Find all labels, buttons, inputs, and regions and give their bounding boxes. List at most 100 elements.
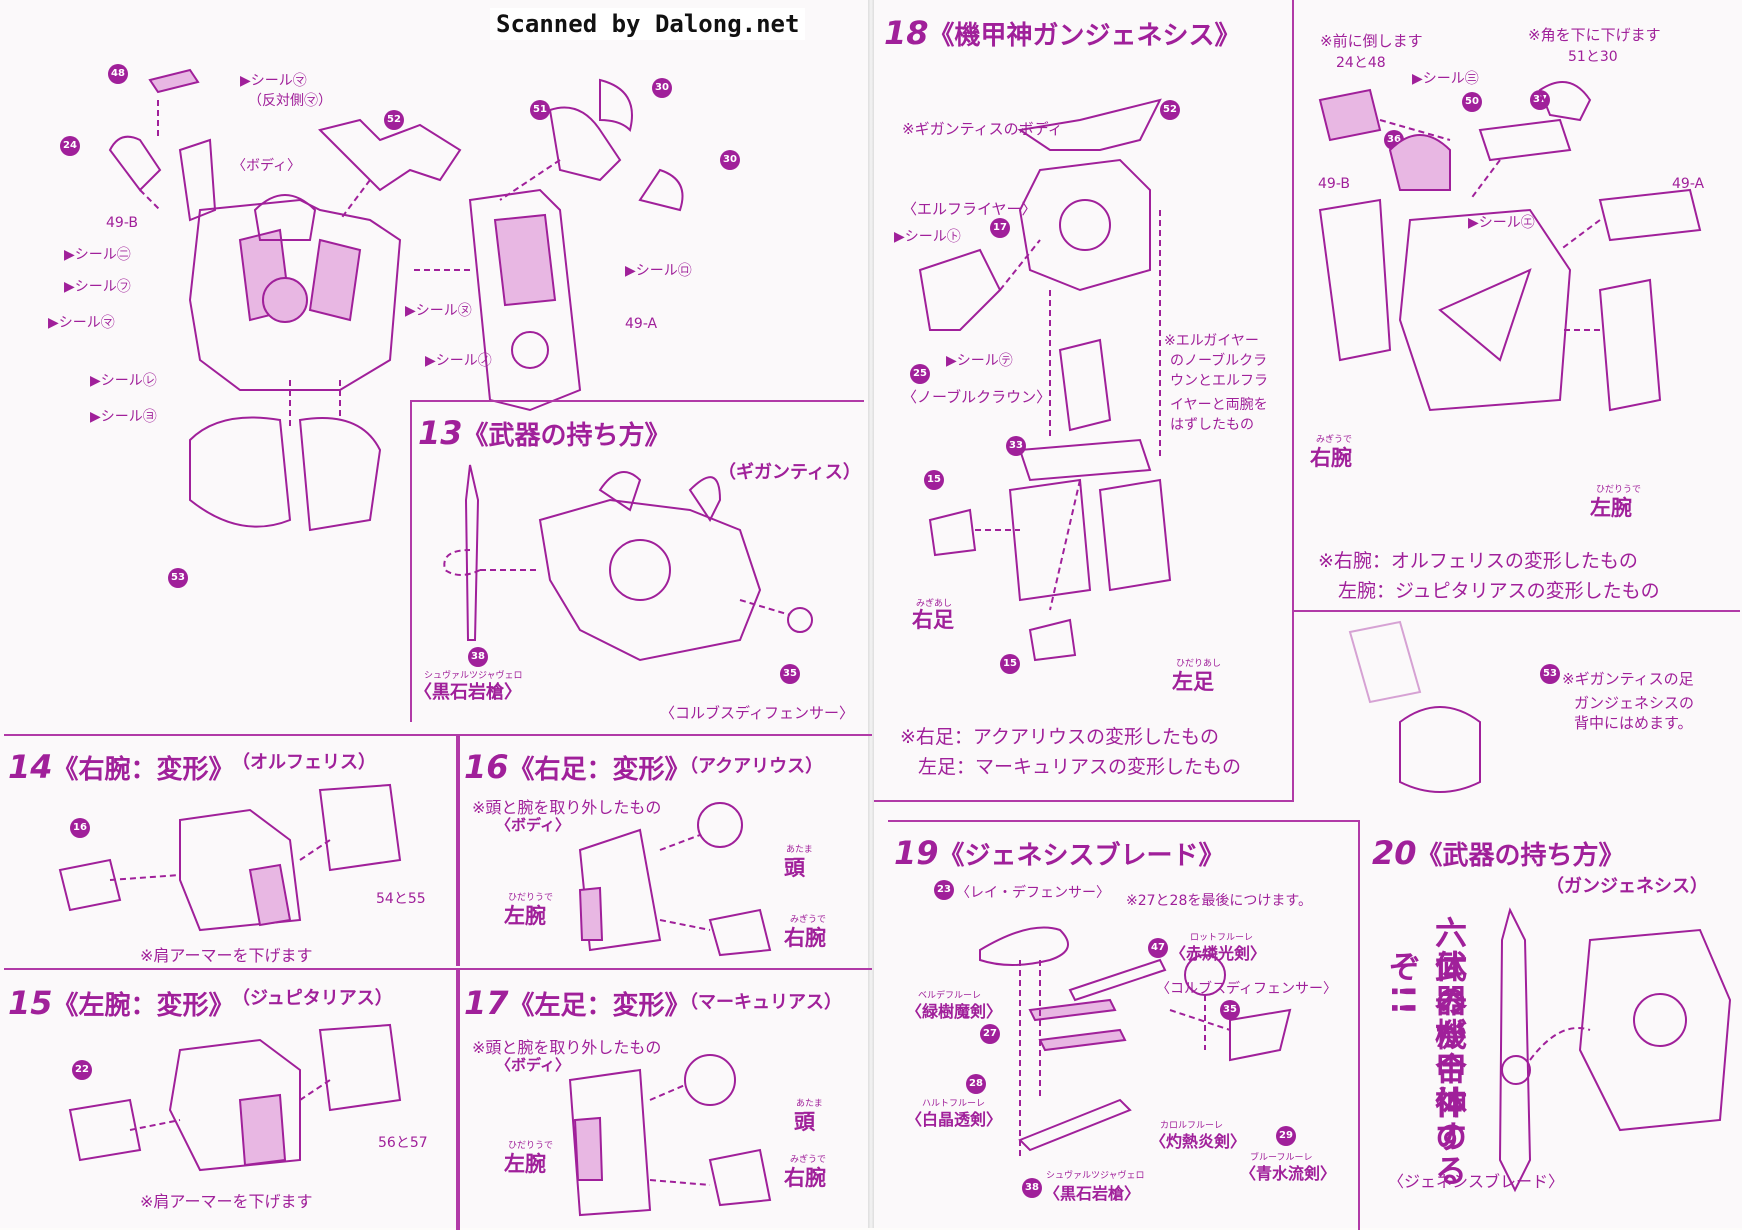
section-18-note-1: ※右足：アクアリウスの変形したもの [900,726,1219,748]
horn-note: ※角を下に下げます [1528,26,1661,44]
right-leg-label: 右足 [912,608,954,632]
head-label: 頭 [794,1110,815,1134]
right-page [872,0,1742,1228]
part-number-badge: 16 [70,818,90,838]
part-number-badge: 24 [60,136,80,156]
seal-label: ▶シール㋺ [625,263,692,279]
part-number-badge: 53 [168,568,188,588]
seal-label: ▶シール㋵ [90,409,157,425]
section-15-note: ※肩アーマーを下げます [140,1192,313,1211]
part-number-label: 54と55 [376,891,426,907]
seal-label: ▶シール㋫ [64,279,131,295]
section-13-box [410,400,864,722]
seal-label-sub: （反対側㋮） [248,93,332,109]
left-arm-ruby: ひだりうで [508,893,554,903]
left-arm-transform-drawing [68,1023,402,1172]
spear-ruby: シュヴァルツジャヴェロ [424,671,523,681]
section-17-title: 17《左足：変形》 [464,984,691,1022]
order-note: ※27と28を最後につけます。 [1126,893,1312,909]
blue-blade-ruby: ブルーフルーレ [1250,1153,1313,1163]
body-label: 〈ボディ〉 [232,158,302,174]
left-leg-transform-drawing [568,1054,772,1217]
seal-label: ▶シール㋢ [946,353,1013,369]
part-number-badge: 52 [1160,100,1180,120]
part-number-badge: 28 [966,1074,986,1094]
red-blade-label: 〈赤燐光剣〉 [1170,944,1267,963]
section-20-title: 20《武器の持ち方》 [1372,834,1625,872]
part-number-badge: 48 [108,64,128,84]
part-number-badge: 29 [1276,1126,1296,1146]
part-number-label: 49-B [106,215,138,231]
right-arm-transform-drawing [58,783,402,932]
back-note-line: ※ギガンティスの足 [1562,670,1694,688]
section-13-title: 13《武器の持ち方》 [418,414,671,452]
seal-label: ▶シール㋮ [48,315,115,331]
white-blade-label: 〈白晶透剣〉 [906,1110,1003,1129]
section-20-subject: （ガンジェネシス） [1546,876,1708,897]
right-leg-ruby: みぎあし [916,599,953,609]
seal-label: ▶シール㋦ [405,303,472,319]
scan-credit: Scanned by Dalong.net [490,8,806,40]
left-arm-label: 左腕 [504,1152,546,1176]
section-17-subject: （マーキュリアス） [680,992,842,1013]
left-arm-label: 左腕 [504,904,546,928]
head-ruby: あたま [796,1099,823,1109]
gigantis-weapon-drawing [443,464,813,662]
combine-callout-line-1: 六体の機甲神の [1430,916,1468,1154]
part-number-badge: 23 [934,880,954,900]
white-blade-ruby: ハルトフルーレ [922,1099,986,1109]
part-number-badge: 35 [1220,1000,1240,1020]
section-14-subject: （オルフェリス） [232,752,376,773]
part-number-badge: 27 [980,1024,1000,1044]
side-note-line: ※エルガイヤー [1164,333,1259,349]
seal-label: ▶シール㋹ [90,373,157,389]
left-arm-label: 左腕 [1590,496,1632,520]
front-tilt-note: ※前に倒します [1320,32,1423,50]
section-14-title: 14《右腕：変形》 [8,748,235,786]
seal-label: ▶シール㋣ [894,229,961,245]
horn-numbers: 51と30 [1568,49,1618,65]
head-label: 頭 [784,856,805,880]
section-18-title: 18《機甲神ガンジェネシス》 [884,14,1241,52]
right-arm-ruby: みぎうで [790,915,827,925]
side-note-line: のノーブルクラ [1170,353,1268,369]
seal-label: ▶シール㋓ [1468,215,1535,231]
seal-label: ▶シール㊂ [1412,71,1479,87]
combine-callout-line-2: 武器が合体するぞ!! [1384,950,1468,1188]
right-arm-ruby: みぎうで [790,1155,827,1165]
scorch-blade-ruby: カロルフルーレ [1160,1121,1224,1131]
green-blade-ruby: ベルデフルーレ [918,991,982,1001]
ray-defenser-label: 〈レイ・デフェンサー〉 [956,885,1110,901]
part-number-badge: 22 [72,1060,92,1080]
part-number-badge: 15 [1000,654,1020,674]
part-number-label: 49-A [1672,176,1705,192]
side-note-line: ウンとエルフラ [1170,373,1268,389]
section-15-title: 15《左腕：変形》 [8,984,235,1022]
section-19-title: 19《ジェネシスブレード》 [894,834,1225,872]
genesis-blade-assembly-drawing [979,926,1292,1160]
corbus-defenser-label: 〈コルブスディフェンサー〉 [660,704,854,722]
elflyer-label: 〈エルフライヤー〉 [902,200,1037,218]
body-assembly-drawing [108,68,684,532]
left-leg-label: 左足 [1172,670,1214,694]
part-number-badge: 38 [468,647,488,667]
corbus-label: 〈コルブスディフェンサー〉 [1156,981,1338,997]
section-14-note: ※肩アーマーを下げます [140,946,313,965]
section-17-body: 〈ボディ〉 [496,1056,570,1074]
gungenesis-assembly-drawing [918,98,1172,662]
section-16-note: ※頭と腕を取り外したもの [472,798,662,817]
part-number-badge: 52 [384,110,404,130]
section-17-note: ※頭と腕を取り外したもの [472,1038,662,1057]
green-blade-label: 〈緑樹魔剣〉 [906,1002,1003,1021]
blue-blade-label: 〈青水流剣〉 [1240,1164,1337,1183]
part-number-badge: 15 [924,470,944,490]
side-note-line: イヤーと両腕を [1170,397,1268,413]
left-arm-ruby: ひだりうで [508,1141,554,1151]
section-15-subject: （ジュピタリアス） [232,988,393,1009]
arms-attach-drawing [1318,81,1702,412]
section-16-subject: （アクアリウス） [680,756,824,777]
arm-note-2: 左腕：ジュピタリアスの変形したもの [1338,580,1660,602]
right-arm-label: 右腕 [784,1166,826,1190]
section-15-box [4,968,458,1230]
section-16-title: 16《右足：変形》 [464,748,691,786]
